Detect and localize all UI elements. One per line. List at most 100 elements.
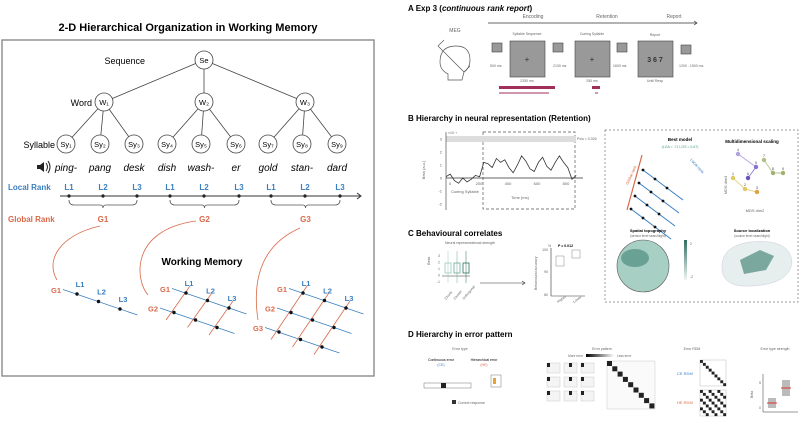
b-ytick: 1: [440, 163, 443, 168]
rdm-matrices: [699, 359, 727, 417]
svg-text:Sy₈: Sy₈: [296, 140, 308, 149]
d-more-error: More error: [568, 354, 584, 358]
syllable-node: Sy₃: [124, 134, 144, 154]
b-xlabel: Time (ms): [511, 195, 530, 200]
syllable-node: Sy₆: [226, 134, 246, 154]
syllable-word: dish: [158, 163, 177, 174]
svg-text:Sy₇: Sy₇: [262, 140, 274, 149]
svg-text:L3: L3: [345, 294, 354, 303]
svg-text:L2: L2: [206, 287, 215, 296]
head-icon: [437, 39, 471, 81]
svg-text:7: 7: [763, 154, 765, 158]
svg-text:1: 1: [732, 172, 734, 176]
group-higher: Higher: [556, 294, 567, 304]
d-beta-tick-5: 5: [759, 381, 761, 385]
mds-point: [761, 157, 767, 163]
syllable-node: Sy₂: [90, 134, 110, 154]
d-error-type: Error type: [452, 347, 467, 351]
model-box: [604, 129, 799, 303]
svg-text:3: 3: [756, 186, 758, 190]
topo-map: [616, 239, 670, 293]
svg-text:2250 ms: 2250 ms: [520, 79, 534, 83]
d-error-pattern: Error pattern: [592, 347, 612, 351]
c-category: Orthogonal: [462, 285, 476, 301]
syllable-word: wash-: [188, 163, 215, 174]
svg-text:G3: G3: [253, 324, 263, 333]
svg-text:1200 - 1500 ms: 1200 - 1500 ms: [679, 64, 704, 68]
error-pattern-matrices: [546, 360, 656, 410]
svg-text:90: 90: [544, 270, 548, 274]
syllable-word: gold: [259, 163, 278, 174]
c-pvalue: P = 0.012: [558, 244, 573, 248]
screen-cueing-syllable: Cueing Syllable: [580, 32, 604, 36]
syllable-node: Sy₈: [292, 134, 312, 154]
global-rank-label: Global Rank: [8, 215, 55, 224]
b-ytick: 2: [440, 150, 443, 155]
phase-retention: Retention: [596, 14, 618, 20]
svg-text:Sy₁: Sy₁: [60, 140, 72, 149]
b-xtick: 600: [534, 181, 541, 186]
colorbar-max: 2: [690, 242, 692, 246]
left-frame: [1, 39, 375, 377]
local-rank-tick: L1: [266, 183, 276, 192]
svg-text:80: 80: [544, 293, 548, 297]
svg-text:W₁: W₁: [99, 98, 109, 107]
he-grid: [490, 374, 502, 388]
d-ce: Continuous error: [428, 358, 455, 362]
d-beta-tick-0: 0: [759, 406, 761, 410]
local-rank-tick: L3: [132, 183, 142, 192]
svg-text:9: 9: [782, 167, 784, 171]
svg-text:W₂: W₂: [199, 98, 209, 107]
c-ytick: 2: [438, 261, 440, 265]
phase-encoding: Encoding: [523, 14, 544, 20]
mds-point: [754, 189, 760, 195]
d-he-abbr: (HE): [480, 363, 487, 367]
phase-report: Report: [666, 14, 682, 20]
svg-text:6: 6: [747, 172, 749, 176]
word-node: W₂: [194, 92, 214, 112]
correct-legend-icon: [452, 400, 456, 404]
b-pvalue: Pclu = 0.026: [577, 137, 597, 141]
sequence-label: Sequence: [104, 56, 145, 66]
svg-text:5: 5: [755, 161, 757, 165]
beh-ylabel: Behavioural accuracy: [534, 256, 538, 290]
b-ylabel: Beta (a.u.): [421, 160, 426, 179]
syllable-word: ping-: [54, 163, 78, 174]
svg-text:Sy₄: Sy₄: [161, 140, 173, 149]
local-rank-label: Local Rank: [8, 183, 51, 192]
source-title: Source localization: [734, 228, 771, 233]
syllable-node: Sy₄: [157, 134, 177, 154]
local-rank-axis: Local rank: [689, 157, 705, 174]
global-rank-tick: G2: [199, 215, 210, 224]
syllable-word: desk: [123, 163, 145, 174]
local-rank-tick: L1: [64, 183, 74, 192]
d-he: Hierarchical error: [471, 358, 499, 362]
group-brace: [68, 199, 138, 209]
syllable-word: stan-: [291, 163, 314, 174]
error-scale-bar: [586, 354, 614, 357]
global-rank-tick: G3: [300, 215, 311, 224]
c-ytick: 0: [438, 274, 440, 278]
svg-text:Se: Se: [199, 56, 208, 65]
word-label: Word: [71, 98, 92, 108]
b-scale: ×10⁻³: [448, 131, 458, 135]
svg-text:G2: G2: [265, 305, 275, 314]
b-xtick: 0: [449, 181, 452, 186]
beta-timecourse: [445, 155, 577, 184]
d-error-rdm: Error RDM: [684, 347, 701, 351]
mapping-arrow: [139, 220, 197, 296]
svg-text:Sy₃: Sy₃: [128, 140, 140, 149]
c-ylabel: Beta: [426, 256, 431, 265]
svg-text:L2: L2: [97, 288, 106, 297]
mapping-arrow: [52, 225, 101, 281]
best-model-lattice: [626, 154, 684, 240]
svg-text:500 ms: 500 ms: [490, 64, 502, 68]
b-xtick: 400: [505, 181, 512, 186]
svg-text:G1: G1: [277, 285, 287, 294]
b-xtick: 200: [476, 181, 483, 186]
